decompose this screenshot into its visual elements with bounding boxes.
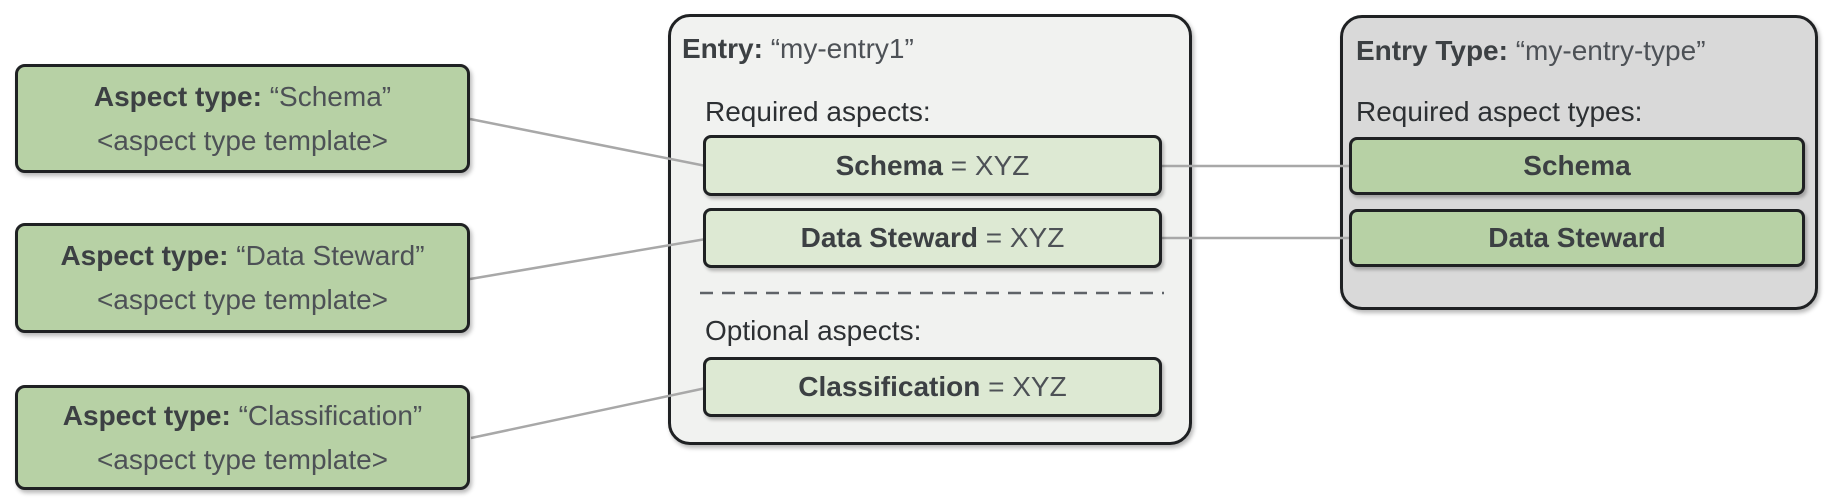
aspect-value: = XYZ	[985, 222, 1065, 253]
entry-type-title-name: “my-entry-type”	[1515, 35, 1706, 66]
aspect-type-name: “Schema”	[269, 80, 392, 112]
entry-aspect-data-steward: Data Steward = XYZ	[703, 208, 1162, 268]
entry-title: Entry: “my-entry1”	[682, 33, 914, 65]
aspect-value: = XYZ	[950, 149, 1030, 181]
aspect-name: Classification	[798, 371, 981, 402]
aspect-type-box-title: Aspect type: “Classification”	[63, 400, 422, 432]
aspect-type-name: “Data Steward”	[236, 240, 425, 271]
entry-aspect-classification: Classification = XYZ	[703, 357, 1162, 417]
aspect-type-box-schema: Aspect type: “Schema” <aspect type templ…	[15, 64, 470, 173]
entry-aspect-schema: Schema = XYZ	[703, 135, 1162, 196]
aspect-type-name: “Classification”	[238, 399, 423, 431]
entry-type-aspect-schema: Schema	[1349, 137, 1805, 195]
aspect-type-box-classification: Aspect type: “Classification” <aspect ty…	[15, 385, 470, 490]
aspect-type-name: Schema	[1523, 150, 1631, 181]
entry-type-aspect-data-steward: Data Steward	[1349, 209, 1805, 267]
aspect-type-template: <aspect type template>	[96, 124, 389, 156]
aspect-type-box-title: Aspect type: “Data Steward”	[60, 240, 424, 272]
aspect-type-box-data-steward: Aspect type: “Data Steward” <aspect type…	[15, 223, 470, 333]
required-aspects-heading: Required aspects:	[705, 96, 931, 127]
aspect-name: Schema	[835, 149, 944, 181]
aspect-value: = XYZ	[988, 371, 1067, 402]
aspect-type-label: Aspect type:	[62, 399, 231, 431]
entry-type-title-label: Entry Type:	[1356, 35, 1508, 66]
aspect-type-template: <aspect type template>	[96, 284, 389, 315]
aspect-type-template: <aspect type template>	[96, 443, 389, 475]
aspect-type-name: Data Steward	[1488, 222, 1666, 253]
entry-title-name: “my-entry1”	[770, 33, 914, 64]
aspect-type-label: Aspect type:	[93, 80, 262, 112]
entry-title-label: Entry:	[682, 33, 763, 64]
aspect-name: Data Steward	[800, 222, 979, 253]
optional-aspects-heading: Optional aspects:	[705, 315, 922, 346]
required-aspect-types-heading: Required aspect types:	[1356, 96, 1643, 127]
entry-type-title: Entry Type: “my-entry-type”	[1356, 35, 1706, 67]
aspect-type-box-title: Aspect type: “Schema”	[94, 81, 391, 113]
aspect-type-label: Aspect type:	[60, 240, 229, 271]
